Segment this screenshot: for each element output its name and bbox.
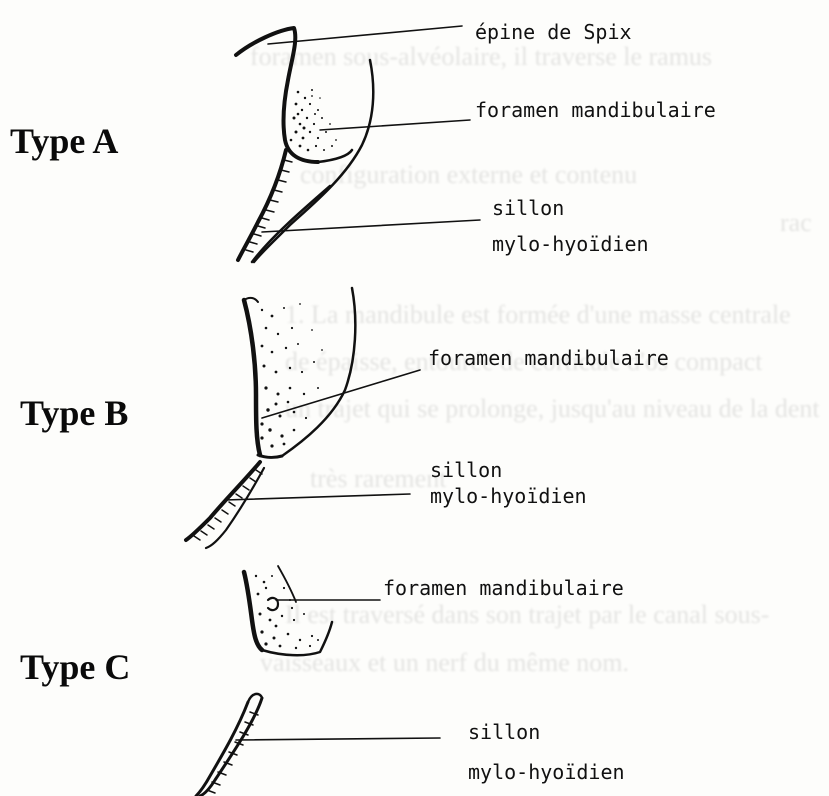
callout-mylohyoid-groove-line1: sillon [468, 720, 540, 744]
type-c-label: Type C [20, 646, 130, 688]
type-c-stippling [255, 575, 319, 649]
callout-mylohyoid-groove-line2: mylo-hyoïdien [430, 484, 587, 508]
type-a-stippling [290, 89, 337, 151]
type-a-label: Type A [10, 120, 118, 162]
callout-mandibular-foramen: foramen mandibulaire [475, 98, 716, 122]
callout-mylohyoid-groove-line2: mylo-hyoïdien [492, 232, 649, 256]
type-a-illustration [236, 26, 480, 262]
type-b-stippling [260, 303, 323, 448]
callout-mylohyoid-groove-line1: sillon [492, 196, 564, 220]
callout-mandibular-foramen: foramen mandibulaire [428, 346, 669, 370]
callout-mylohyoid-groove-line2: mylo-hyoïdien [468, 760, 625, 784]
callout-mandibular-foramen: foramen mandibulaire [383, 576, 624, 600]
type-b-label: Type B [20, 392, 128, 434]
callout-mylohyoid-groove-line1: sillon [430, 458, 502, 482]
type-c-illustration [196, 566, 440, 796]
type-b-illustration [186, 288, 420, 548]
callout-spix-spine: épine de Spix [475, 20, 632, 44]
